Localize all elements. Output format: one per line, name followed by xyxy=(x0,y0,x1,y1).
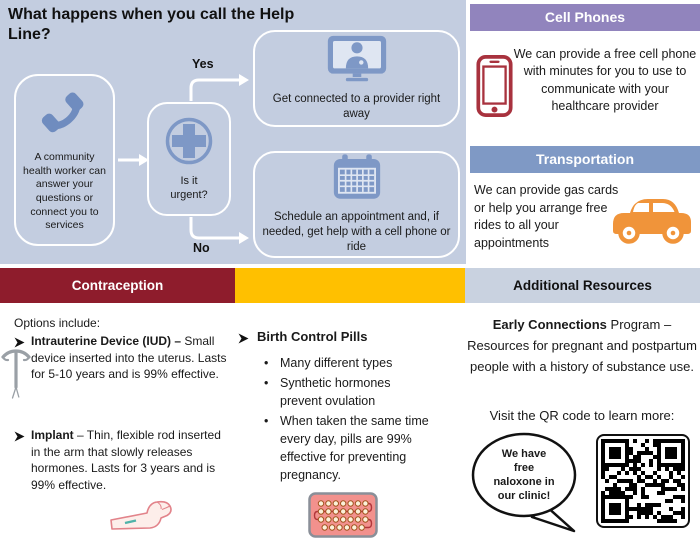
calendar-icon xyxy=(332,154,382,206)
arrow-no xyxy=(189,217,239,240)
bubble-line: naloxone in xyxy=(493,476,555,488)
qr-code-canvas xyxy=(601,439,685,523)
contraception-header: Contraception xyxy=(0,268,235,303)
phone-handset-icon xyxy=(37,87,93,148)
medical-cross-icon xyxy=(164,116,214,171)
iud-title: Intrauterine Device (IUD) – xyxy=(31,334,182,348)
no-branch-label: No xyxy=(193,241,210,255)
early-connections-paragraph: Early Connections Program – Resources fo… xyxy=(464,314,700,377)
bullet-dot: • xyxy=(264,376,269,390)
additional-resources-header: Additional Resources xyxy=(465,268,700,303)
cell-phones-header: Cell Phones xyxy=(470,4,700,31)
start-box-label: A community health worker can answer you… xyxy=(23,151,106,232)
yes-branch-label: Yes xyxy=(192,57,214,71)
bullet-dot: • xyxy=(264,356,269,370)
implant-title: Implant xyxy=(31,428,74,442)
pills-bullet-1: • Many different types xyxy=(264,354,464,372)
pills-bullet-3: • When taken the same time every day, pi… xyxy=(264,412,464,484)
telehealth-monitor-icon xyxy=(325,35,389,88)
program-description: Program – Resources for pregnant and pos… xyxy=(467,317,697,374)
arrow-yes xyxy=(189,78,239,101)
transportation-header: Transportation xyxy=(470,146,700,173)
decision-box: Is it urgent? xyxy=(147,102,231,216)
car-icon xyxy=(606,188,696,251)
contraception-intro: Options include: xyxy=(14,316,101,330)
pills-section: Birth Control Pills • Many different typ… xyxy=(238,328,464,486)
bubble-line: free xyxy=(513,462,535,474)
qr-prompt: Visit the QR code to learn more: xyxy=(489,408,675,423)
qr-code xyxy=(596,434,690,528)
bubble-line: our clinic! xyxy=(497,490,551,502)
no-outcome-label: Schedule an appointment and, if needed, … xyxy=(262,211,451,253)
pill-pack-icon xyxy=(308,492,378,540)
bullet-dot: • xyxy=(264,414,269,428)
iud-icon xyxy=(1,346,31,409)
iud-list-item: Intrauterine Device (IUD) – Small device… xyxy=(14,333,229,383)
cell-phone-icon xyxy=(476,54,513,123)
program-name: Early Connections xyxy=(492,317,607,332)
arrow-bullet-icon xyxy=(238,328,257,348)
pills-sub-list: • Many different types • Synthetic hormo… xyxy=(264,354,464,484)
transportation-body: We can provide gas cards or help you arr… xyxy=(474,183,619,250)
yes-outcome-label: Get connected to a provider right away xyxy=(272,93,441,120)
bubble-text: We have free naloxone in our clinic! xyxy=(480,447,568,503)
start-box: A community health worker can answer you… xyxy=(14,74,115,246)
flowchart-title: What happens when you call the Help Line… xyxy=(8,6,295,43)
implant-arm-icon xyxy=(110,499,174,538)
decision-box-label: Is it urgent? xyxy=(170,174,208,201)
pills-bullet-3-text: When taken the same time every day, pill… xyxy=(280,414,429,482)
cell-phones-body: We can provide a free cell phone with mi… xyxy=(513,47,697,113)
iud-body: Small device inserted into the uterus. L… xyxy=(31,334,227,381)
yes-outcome-box: Get connected to a provider right away xyxy=(253,30,460,127)
flowchart-region: What happens when you call the Help Line… xyxy=(0,0,466,264)
speech-bubble-shape xyxy=(471,432,577,533)
pills-bullet-2-text: Synthetic hormones prevent ovulation xyxy=(280,376,391,408)
pills-title: Birth Control Pills xyxy=(257,329,368,344)
implant-list-item: Implant – Thin, flexible rod inserted in… xyxy=(14,427,232,493)
no-outcome-box: Schedule an appointment and, if needed, … xyxy=(253,151,460,258)
arrow-bullet-icon xyxy=(14,333,31,383)
implant-body: – Thin, flexible rod inserted in the arm… xyxy=(31,428,221,492)
implant-text: Implant – Thin, flexible rod inserted in… xyxy=(31,427,232,493)
bubble-line: We have xyxy=(501,448,547,460)
pills-bullet-2: • Synthetic hormones prevent ovulation xyxy=(264,374,464,410)
iud-text: Intrauterine Device (IUD) – Small device… xyxy=(31,333,229,383)
middle-header-bar xyxy=(235,268,465,303)
pills-list-item: Birth Control Pills xyxy=(238,328,464,348)
pills-bullet-1-text: Many different types xyxy=(280,356,393,370)
speech-bubble: We have free naloxone in our clinic! xyxy=(470,432,582,534)
arrow-bullet-icon xyxy=(14,427,31,493)
